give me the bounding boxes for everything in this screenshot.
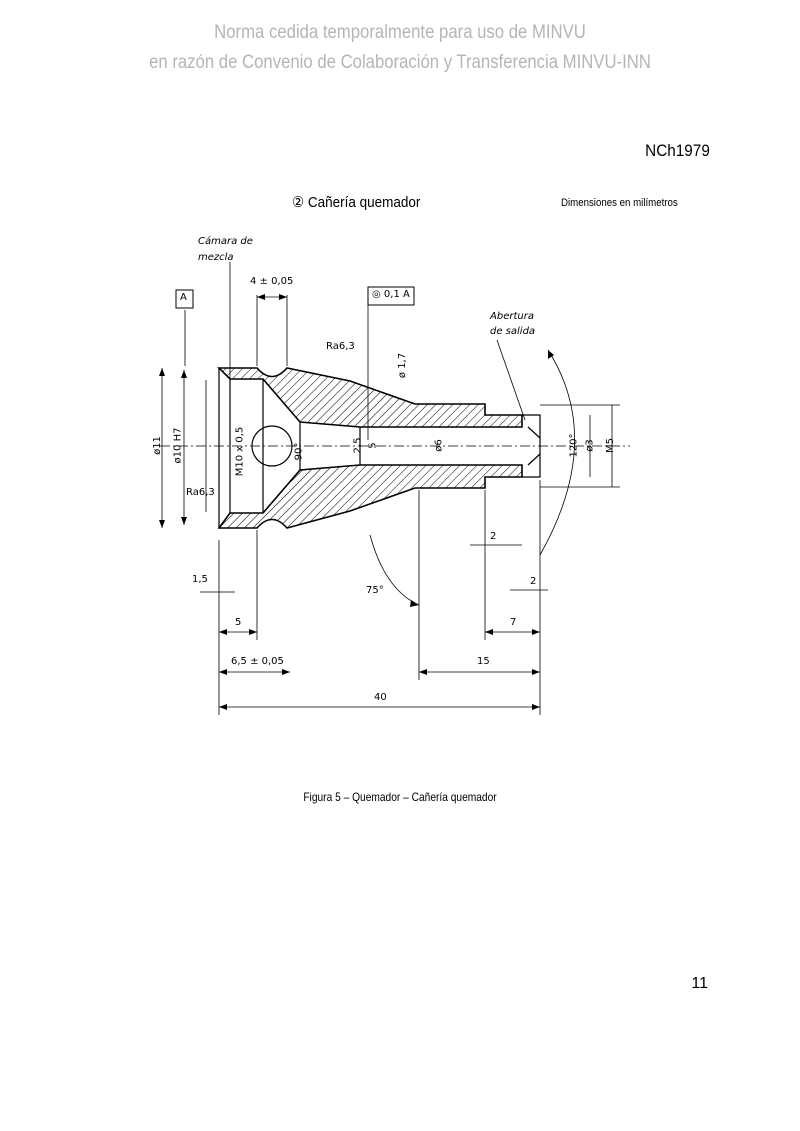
page-number: 11 xyxy=(691,975,708,992)
section-title: ② Cañería quemador xyxy=(292,194,421,211)
nozzle-tip xyxy=(522,414,541,478)
label-dim15-b: 15 xyxy=(477,656,490,667)
label-thread-m10: M10 x 0,5 xyxy=(234,426,246,477)
figure-caption: Figura 5 – Quemador – Cañería quemador xyxy=(303,790,497,804)
label-angle120: 120° xyxy=(568,433,580,458)
label-phi11: ø11 xyxy=(151,436,163,455)
label-abertura: Abertura xyxy=(490,311,534,322)
tolerance-frame-label: ◎ 0,1 A xyxy=(372,289,410,300)
label-ra-upper: Ra6,3 xyxy=(326,341,355,352)
dimension-note: Dimensiones en milímetros xyxy=(561,197,678,209)
label-mezcla: mezcla xyxy=(198,252,234,263)
label-phi3: ø3 xyxy=(584,439,596,452)
label-angle75: 75° xyxy=(366,585,384,596)
label-angle90: 90° xyxy=(293,442,305,461)
label-dim2-b: 2 xyxy=(530,576,537,587)
label-ra-lower: Ra6,3 xyxy=(186,487,215,498)
label-dim5-b: 5 xyxy=(235,617,242,628)
label-dim15: 1,5 xyxy=(192,574,208,585)
label-m5: M5 xyxy=(605,438,616,453)
label-phi10h7: ø10 H7 xyxy=(172,427,184,464)
datum-label: A xyxy=(180,292,187,303)
label-tol-width: 4 ± 0,05 xyxy=(250,276,294,287)
label-dim5: 5 xyxy=(367,442,379,449)
label-dim40: 40 xyxy=(374,692,387,703)
tolerance-frame xyxy=(367,286,415,306)
label-dim65: 6,5 ± 0,05 xyxy=(231,656,284,667)
label-camara: Cámara de xyxy=(198,236,253,247)
label-dim25: 2,5 xyxy=(352,437,364,454)
label-dim7: 7 xyxy=(510,617,517,628)
datum-box xyxy=(175,289,194,309)
label-de-salida: de salida xyxy=(490,326,536,337)
mixing-hole xyxy=(251,425,293,467)
label-dim2-a: 2 xyxy=(490,531,497,542)
watermark-line-1: Norma cedida temporalmente para uso de M… xyxy=(214,22,586,43)
document-code: NCh1979 xyxy=(645,141,710,160)
label-phi17: ø 1,7 xyxy=(397,352,409,379)
watermark-line-2: en razón de Convenio de Colaboración y T… xyxy=(149,52,651,73)
label-phi6: ø6 xyxy=(433,439,445,452)
part-body xyxy=(217,367,523,529)
